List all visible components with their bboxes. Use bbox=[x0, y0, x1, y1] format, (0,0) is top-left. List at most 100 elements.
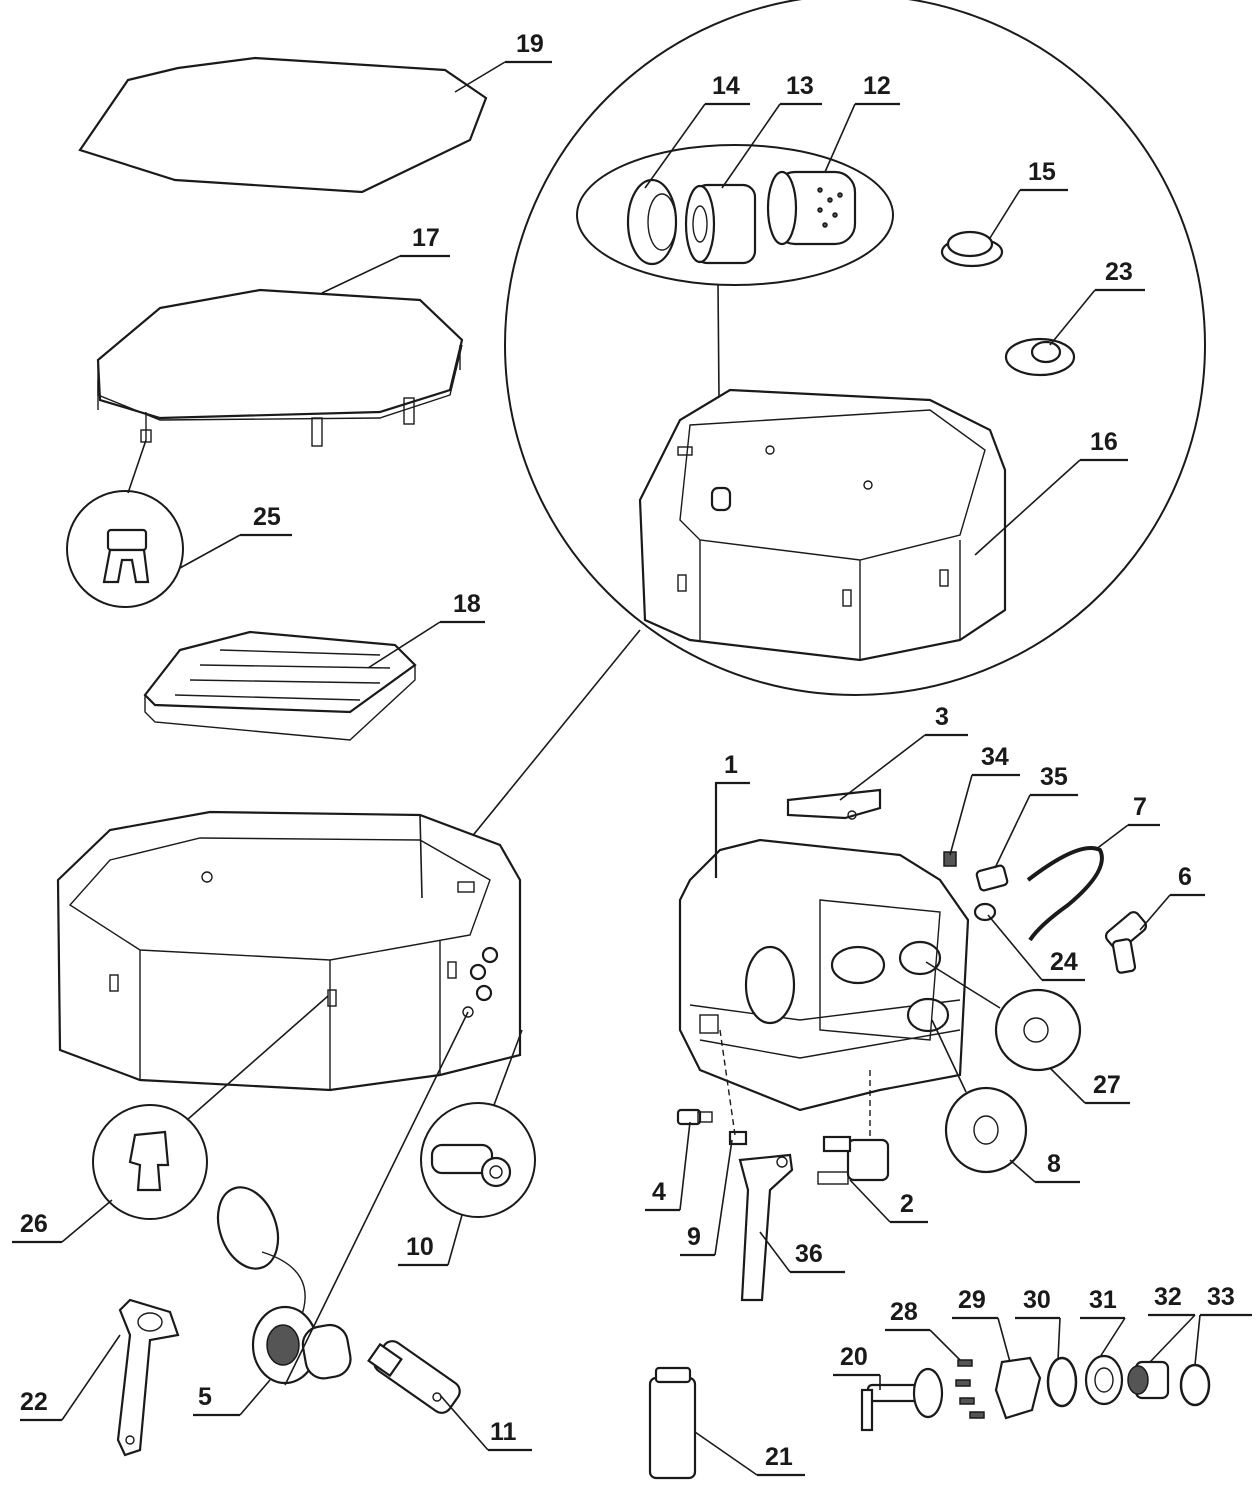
label-19: 19 bbox=[454, 30, 552, 93]
part-number: 12 bbox=[863, 72, 891, 100]
part-16-inner-tub bbox=[638, 388, 1007, 662]
part-number: 18 bbox=[453, 590, 481, 618]
part-number: 22 bbox=[20, 1388, 48, 1416]
label-leader-line bbox=[61, 1199, 113, 1243]
spa-body bbox=[56, 810, 522, 1092]
label-leader-line bbox=[997, 1317, 1011, 1363]
part-number: 16 bbox=[1090, 428, 1118, 456]
part-number: 21 bbox=[765, 1443, 793, 1471]
part-number: 13 bbox=[786, 72, 814, 100]
part-28-screws bbox=[955, 1359, 985, 1419]
label-28: 28 bbox=[885, 1298, 961, 1361]
label-leader-line bbox=[1049, 289, 1096, 346]
label-leader-line bbox=[454, 61, 506, 93]
part-21-bottle bbox=[648, 1366, 697, 1480]
label-leader-line bbox=[1094, 824, 1129, 851]
label-15: 15 bbox=[989, 158, 1068, 239]
label-leader-line bbox=[1139, 894, 1171, 931]
label-leader-line bbox=[694, 1431, 758, 1476]
part-31-nut bbox=[1084, 1354, 1124, 1406]
part-4-bolt bbox=[676, 1108, 713, 1126]
label-leader-line bbox=[987, 914, 1043, 981]
label-leader-line bbox=[179, 534, 241, 569]
part-number: 3 bbox=[935, 703, 949, 731]
part-17-cover bbox=[96, 288, 464, 447]
part-24-plug bbox=[973, 902, 997, 922]
label-30: 30 bbox=[1015, 1286, 1061, 1361]
part-number: 14 bbox=[712, 72, 740, 100]
label-7: 7 bbox=[1094, 793, 1160, 851]
label-leader-line bbox=[1049, 1067, 1086, 1104]
label-leader-line bbox=[1057, 1317, 1061, 1361]
assembly-guide-line bbox=[719, 1029, 736, 1136]
part-11-hose-adapter bbox=[367, 1340, 461, 1414]
part-number: 31 bbox=[1089, 1286, 1117, 1314]
label-leader-line bbox=[824, 103, 856, 173]
label-leader-line bbox=[989, 189, 1021, 239]
part-1-pump-unit bbox=[678, 782, 970, 1112]
part-32-connector bbox=[1127, 1360, 1170, 1400]
label-leader-line bbox=[839, 734, 926, 801]
part-number: 1 bbox=[724, 751, 738, 779]
part-number: 23 bbox=[1105, 258, 1133, 286]
part-12-filter-housing bbox=[766, 170, 857, 246]
label-23: 23 bbox=[1049, 258, 1145, 346]
part-number: 17 bbox=[412, 224, 440, 252]
part-22-wrench bbox=[116, 1298, 180, 1457]
part-8-cover-disc bbox=[931, 1019, 1028, 1174]
part-18-pad bbox=[143, 630, 417, 741]
label-leader-line bbox=[849, 1179, 891, 1223]
label-24: 24 bbox=[987, 914, 1085, 982]
part-29-plate bbox=[994, 1356, 1042, 1420]
part-2-drain-valve bbox=[817, 1070, 890, 1185]
label-leader-line bbox=[439, 1394, 489, 1451]
label-22: 22 bbox=[20, 1334, 121, 1422]
label-36: 36 bbox=[759, 1231, 845, 1274]
label-25: 25 bbox=[179, 503, 292, 569]
label-leader-line bbox=[949, 774, 973, 856]
label-leader-line bbox=[679, 1121, 691, 1211]
label-4: 4 bbox=[645, 1121, 691, 1212]
label-26: 26 bbox=[12, 1199, 113, 1244]
label-leader-line bbox=[1149, 1314, 1196, 1363]
label-leader-line bbox=[721, 103, 781, 189]
label-27: 27 bbox=[1049, 1067, 1130, 1105]
part-number: 2 bbox=[900, 1190, 914, 1218]
label-31: 31 bbox=[1080, 1286, 1126, 1358]
part-27-cover-disc bbox=[925, 961, 1082, 1072]
part-number: 11 bbox=[490, 1418, 517, 1446]
label-16: 16 bbox=[974, 428, 1128, 556]
part-36-handle bbox=[738, 1153, 794, 1302]
label-11: 11 bbox=[439, 1394, 532, 1452]
part-number: 25 bbox=[253, 503, 281, 531]
label-leader-line bbox=[1009, 1159, 1036, 1183]
part-number: 36 bbox=[795, 1240, 823, 1268]
part-number: 35 bbox=[1040, 763, 1068, 791]
part-3-lid bbox=[786, 788, 882, 820]
part-number: 27 bbox=[1093, 1071, 1121, 1099]
part-number: 10 bbox=[406, 1233, 434, 1261]
label-leader-line bbox=[321, 255, 401, 294]
part-number: 5 bbox=[198, 1383, 212, 1411]
label-17: 17 bbox=[321, 224, 450, 294]
part-number: 7 bbox=[1133, 793, 1147, 821]
part-number: 6 bbox=[1178, 863, 1192, 891]
label-5: 5 bbox=[193, 1379, 271, 1417]
part-33-o-ring bbox=[1179, 1363, 1211, 1407]
part-number: 19 bbox=[516, 30, 544, 58]
part-35-connector bbox=[975, 864, 1009, 892]
part-25-cover-buckle bbox=[66, 439, 184, 608]
part-number: 9 bbox=[687, 1223, 701, 1251]
part-13-filter-cartridge bbox=[684, 183, 757, 265]
label-leader-line bbox=[929, 1329, 961, 1361]
label-12: 12 bbox=[824, 72, 900, 173]
part-30-o-ring bbox=[1046, 1356, 1078, 1408]
label-35: 35 bbox=[994, 763, 1078, 869]
label-leader-line bbox=[759, 1231, 791, 1273]
label-13: 13 bbox=[721, 72, 822, 189]
label-34: 34 bbox=[949, 743, 1020, 856]
label-33: 33 bbox=[1194, 1283, 1252, 1366]
label-29: 29 bbox=[952, 1286, 1011, 1363]
